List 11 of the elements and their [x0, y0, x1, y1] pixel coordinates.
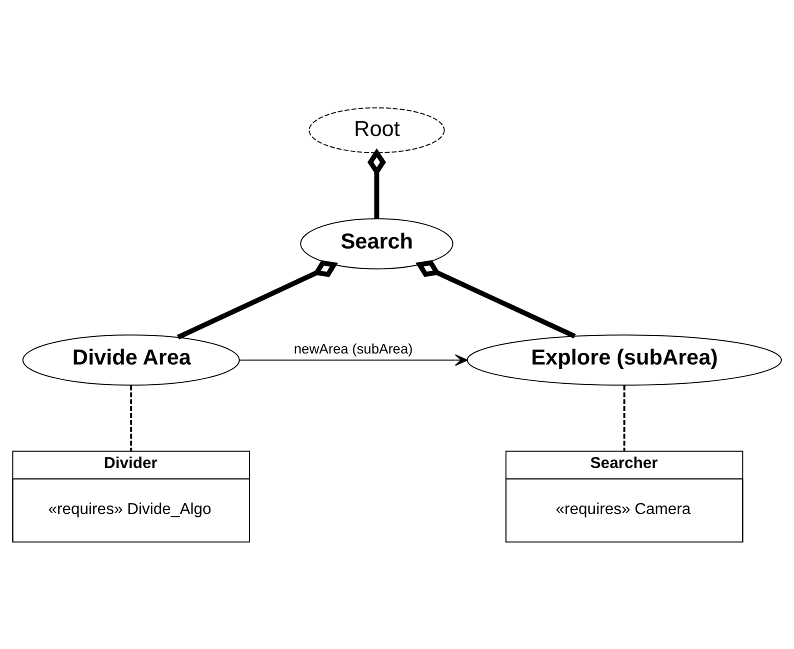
connector [176, 260, 338, 340]
connector [416, 260, 576, 338]
arrow [238, 354, 468, 366]
node-ellipse: Explore (subArea) [466, 334, 782, 386]
connector [367, 148, 386, 218]
node-ellipse: Divide Area [22, 334, 240, 386]
connector [623, 384, 626, 451]
node-ellipse: Root [308, 106, 445, 153]
connector [130, 384, 132, 451]
node-ellipse: Search [300, 218, 454, 269]
edge-label: newArea (subArea) [294, 340, 413, 356]
